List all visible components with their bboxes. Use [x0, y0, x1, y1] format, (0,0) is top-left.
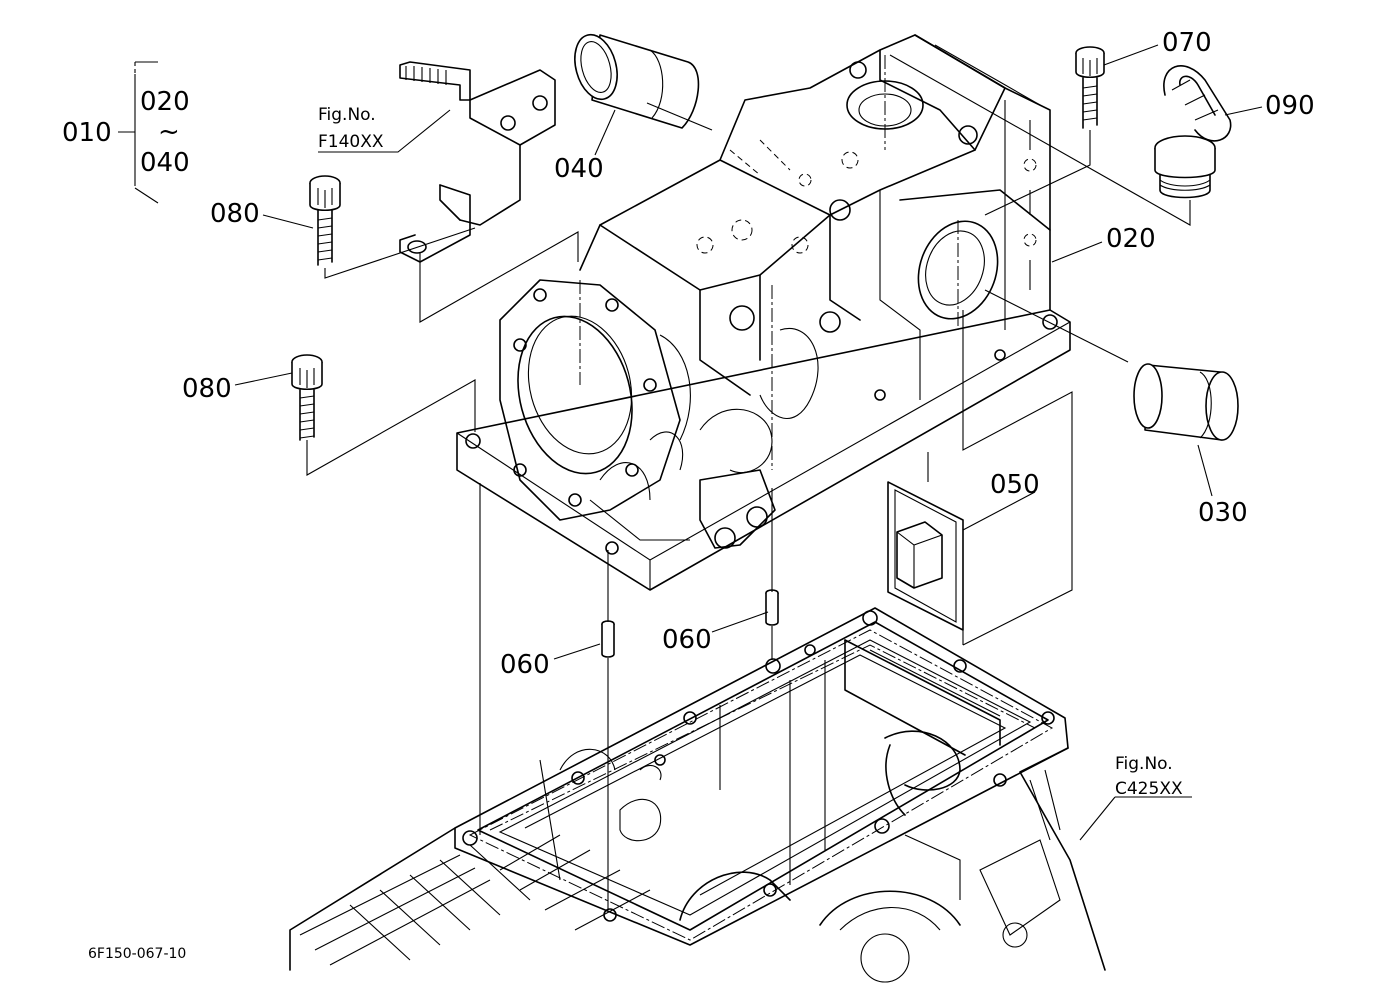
bushing-030-drawing	[1133, 363, 1239, 441]
fig-ref-c425-title: Fig.No.	[1115, 754, 1173, 774]
dowel-pin-060-right-drawing	[765, 589, 779, 626]
label-010: 010	[62, 118, 112, 148]
label-020: 020	[1106, 224, 1156, 254]
label-060-right: 060	[662, 625, 712, 655]
label-060-left: 060	[500, 650, 550, 680]
label-040: 040	[554, 154, 604, 184]
label-range-from: 020	[140, 87, 190, 117]
label-030: 030	[1198, 498, 1248, 528]
label-range-tilde: ~	[158, 117, 180, 147]
transmission-case-drawing	[289, 607, 1106, 983]
fig-ref-c425-code: C425XX	[1115, 779, 1183, 799]
gasket-050-drawing	[887, 481, 964, 631]
label-050: 050	[990, 470, 1040, 500]
bracket-drawing	[399, 61, 556, 263]
bolt-080-lower-drawing	[291, 354, 323, 441]
label-090: 090	[1265, 91, 1315, 121]
dowel-pin-060-left-drawing	[601, 620, 615, 658]
label-070: 070	[1162, 28, 1212, 58]
bolt-080-upper-drawing	[309, 175, 341, 266]
part-labels: 010 020 ~ 040 080 080 040 070 090 020 03…	[62, 28, 1315, 962]
bolt-070-drawing	[1075, 46, 1105, 129]
assembly-lines	[306, 54, 1191, 910]
fig-ref-f140-title: Fig.No.	[318, 105, 376, 125]
label-leaders	[118, 44, 1263, 841]
bushing-040-drawing	[574, 33, 700, 129]
drawing-code: 6F150-067-10	[88, 946, 186, 962]
label-range-to: 040	[140, 148, 190, 178]
housing-020-drawing	[456, 34, 1071, 591]
label-080-lower: 080	[182, 374, 232, 404]
fig-ref-f140-code: F140XX	[318, 132, 384, 152]
pipe-090-drawing	[1154, 65, 1232, 199]
label-080-upper: 080	[210, 199, 260, 229]
